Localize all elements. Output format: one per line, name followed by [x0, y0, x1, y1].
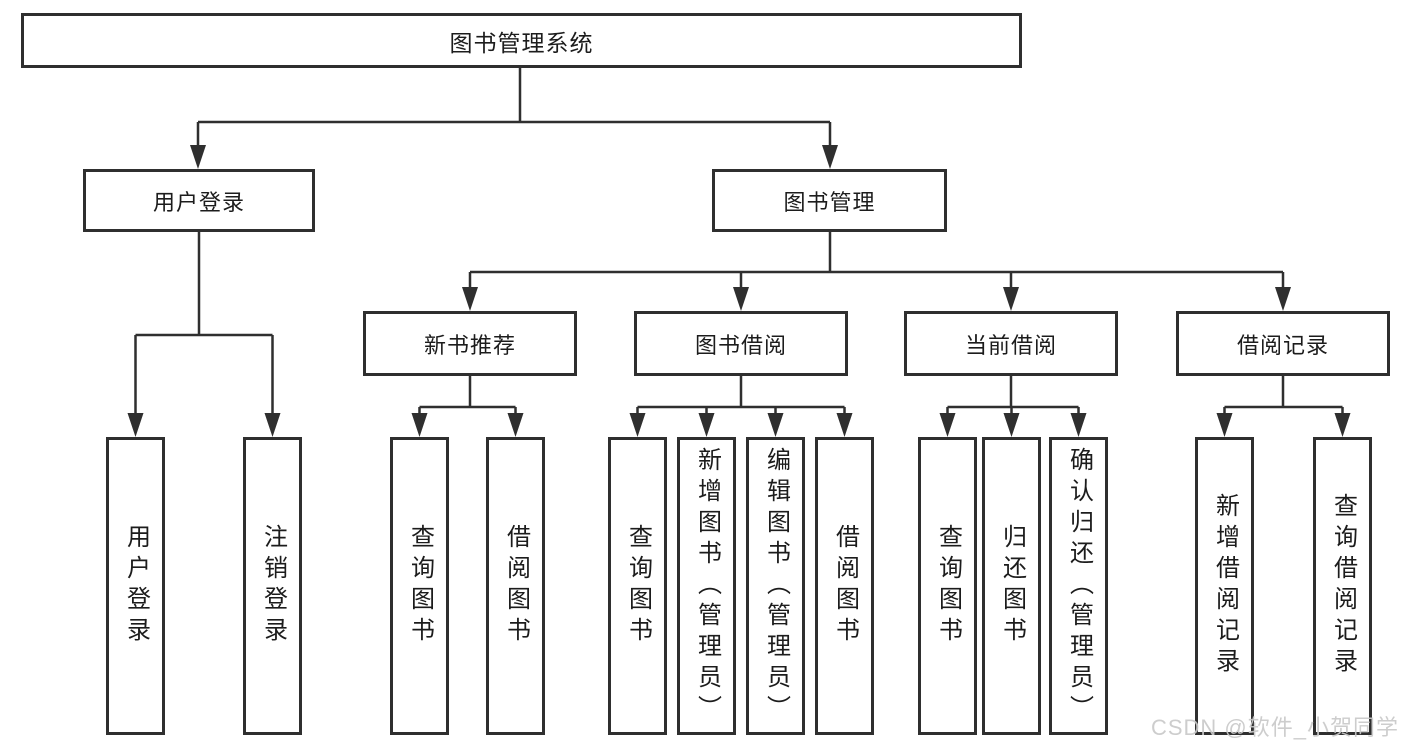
- tree-edges: [134, 68, 1344, 416]
- leaf-edit-books-admin: 编辑图书（管理员）: [746, 437, 805, 735]
- node-book-borrow: 图书借阅: [634, 311, 848, 376]
- leaf-confirm-return-admin: 确认归还（管理员）: [1049, 437, 1108, 735]
- leaf-borrow-books-recommend: 借阅图书: [486, 437, 545, 735]
- leaf-query-books-recommend: 查询图书: [390, 437, 449, 735]
- leaf-query-books-borrow: 查询图书: [608, 437, 667, 735]
- node-current-borrow: 当前借阅: [904, 311, 1118, 376]
- csdn-watermark: CSDN @软件_小贺同学: [1150, 715, 1399, 740]
- leaf-add-borrow-record: 新增借阅记录: [1195, 437, 1254, 735]
- leaf-logout: 注销登录: [243, 437, 302, 735]
- node-borrow-records: 借阅记录: [1176, 311, 1390, 376]
- leaf-return-books: 归还图书: [982, 437, 1041, 735]
- node-root-library-system: 图书管理系统: [21, 13, 1022, 68]
- node-new-book-recommend: 新书推荐: [363, 311, 577, 376]
- node-user-login: 用户登录: [83, 169, 315, 232]
- leaf-borrow-books: 借阅图书: [815, 437, 874, 735]
- leaf-query-books-current: 查询图书: [918, 437, 977, 735]
- node-book-management: 图书管理: [712, 169, 947, 232]
- leaf-query-borrow-record: 查询借阅记录: [1313, 437, 1372, 735]
- leaf-user-login: 用户登录: [106, 437, 165, 735]
- leaf-add-books-admin: 新增图书（管理员）: [677, 437, 736, 735]
